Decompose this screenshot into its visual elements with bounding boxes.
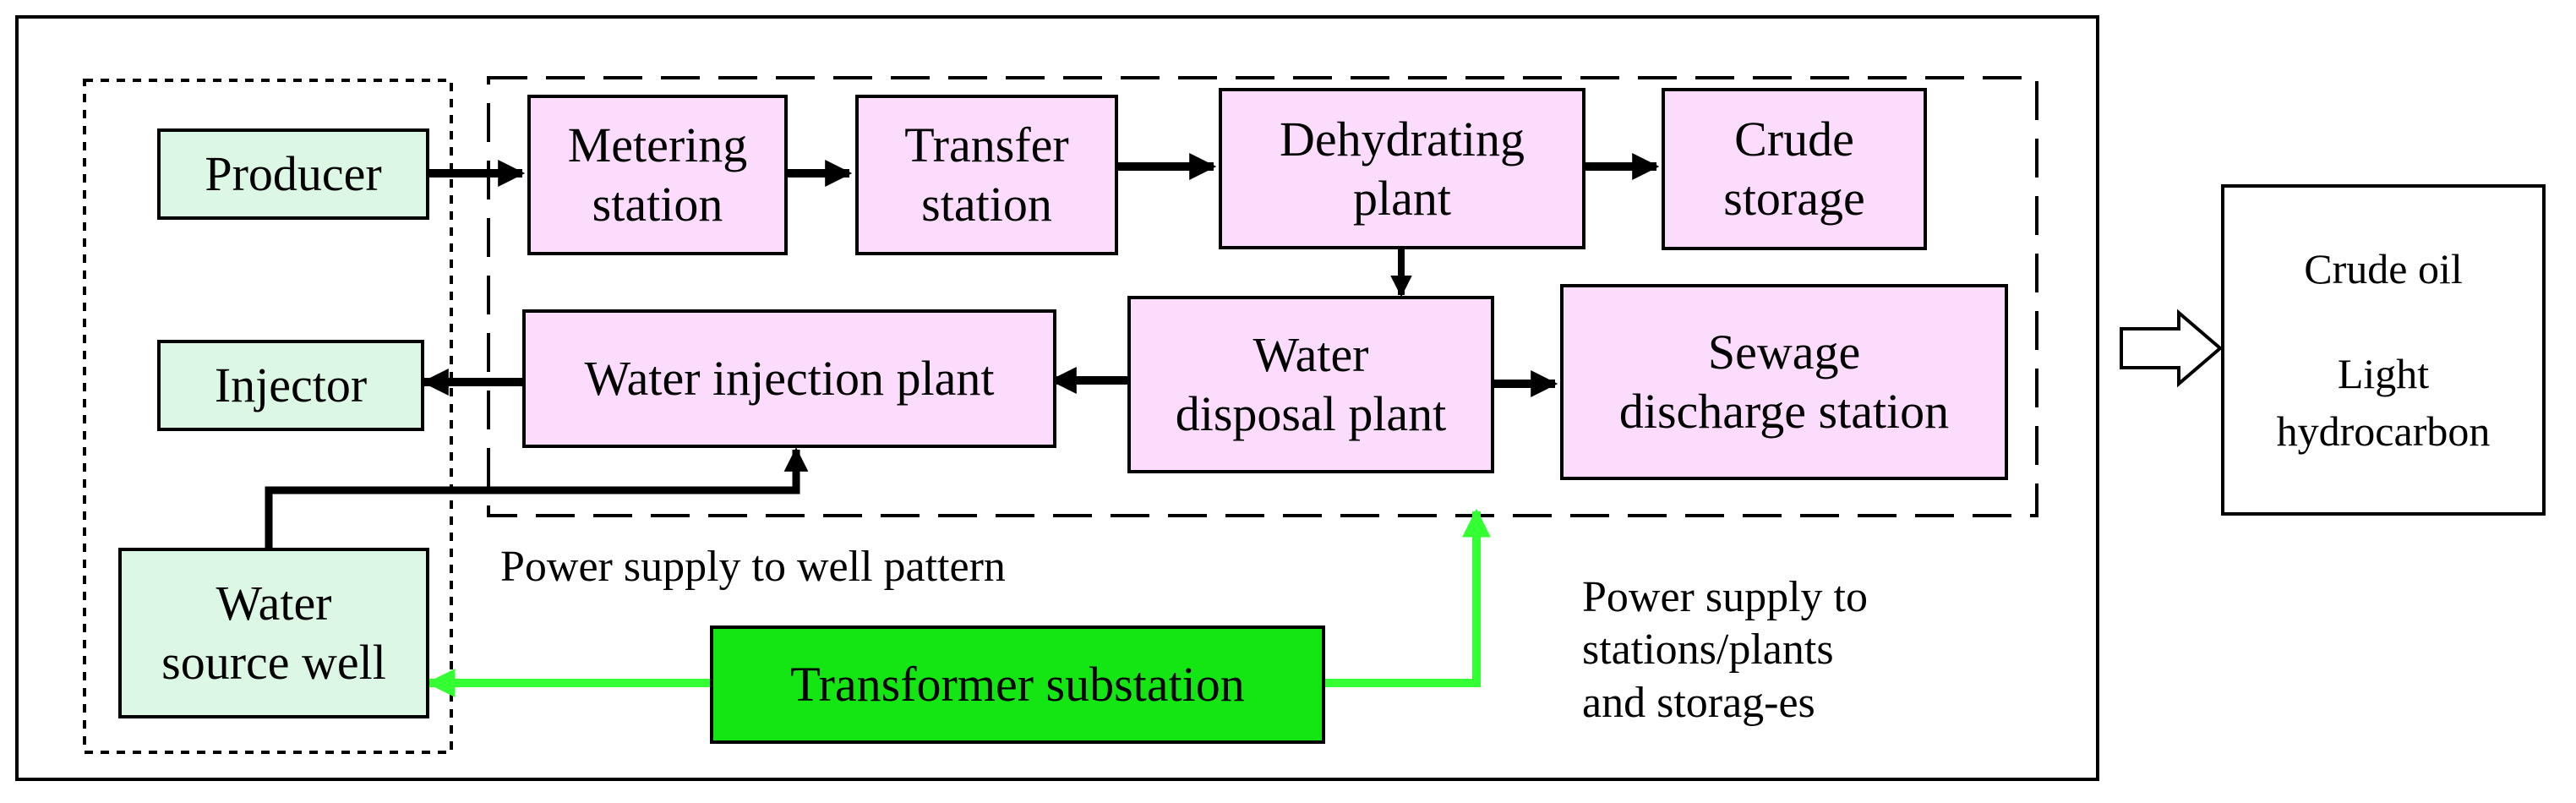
dehydrating-plant-box: Dehydrating plant — [1219, 88, 1585, 249]
power-supply-well-pattern-note: Power supply to well pattern — [500, 543, 1006, 591]
transformer-substation-label: Transformer substation — [790, 657, 1245, 713]
sewage-discharge-station-label: Sewage discharge station — [1618, 325, 1950, 439]
crude-storage-label: Crude storage — [1723, 112, 1865, 226]
water-disposal-plant-label: Water disposal plant — [1175, 327, 1447, 441]
transfer-station-label: Transfer station — [904, 117, 1069, 232]
well-area-boundary — [83, 79, 453, 754]
dehydrating-plant-label: Dehydrating plant — [1280, 111, 1525, 226]
water-source-well-box: Water source well — [118, 548, 429, 718]
injector-label: Injector — [214, 358, 368, 413]
injector-box: Injector — [157, 340, 424, 431]
crude-oil-label: Crude oil — [2304, 245, 2463, 292]
products-box: Crude oil Light hydrocarbon — [2221, 184, 2546, 516]
transformer-substation-box: Transformer substation — [710, 625, 1325, 744]
water-injection-plant-box: Water injection plant — [522, 309, 1056, 448]
arrow-source-well-to-injection — [265, 447, 809, 548]
outer-frame — [15, 15, 2099, 781]
transfer-station-box: Transfer station — [855, 95, 1118, 255]
water-injection-plant-label: Water injection plant — [584, 351, 995, 407]
power-line-to-stations — [1325, 508, 1492, 687]
metering-station-box: Metering station — [527, 95, 788, 255]
station-area-boundary — [487, 76, 2038, 517]
metering-station-label: Metering station — [567, 117, 748, 232]
producer-box: Producer — [157, 128, 429, 220]
power-supply-stations-note: Power supply to stations/plants and stor… — [1582, 573, 1868, 727]
water-source-well-label: Water source well — [161, 576, 386, 690]
water-disposal-plant-box: Water disposal plant — [1127, 296, 1494, 473]
sewage-discharge-station-box: Sewage discharge station — [1560, 284, 2008, 480]
producer-label: Producer — [205, 146, 382, 202]
crude-storage-box: Crude storage — [1662, 88, 1927, 250]
output-arrow-icon — [2120, 309, 2224, 388]
light-hydrocarbon-label: Light hydrocarbon — [2276, 350, 2491, 455]
